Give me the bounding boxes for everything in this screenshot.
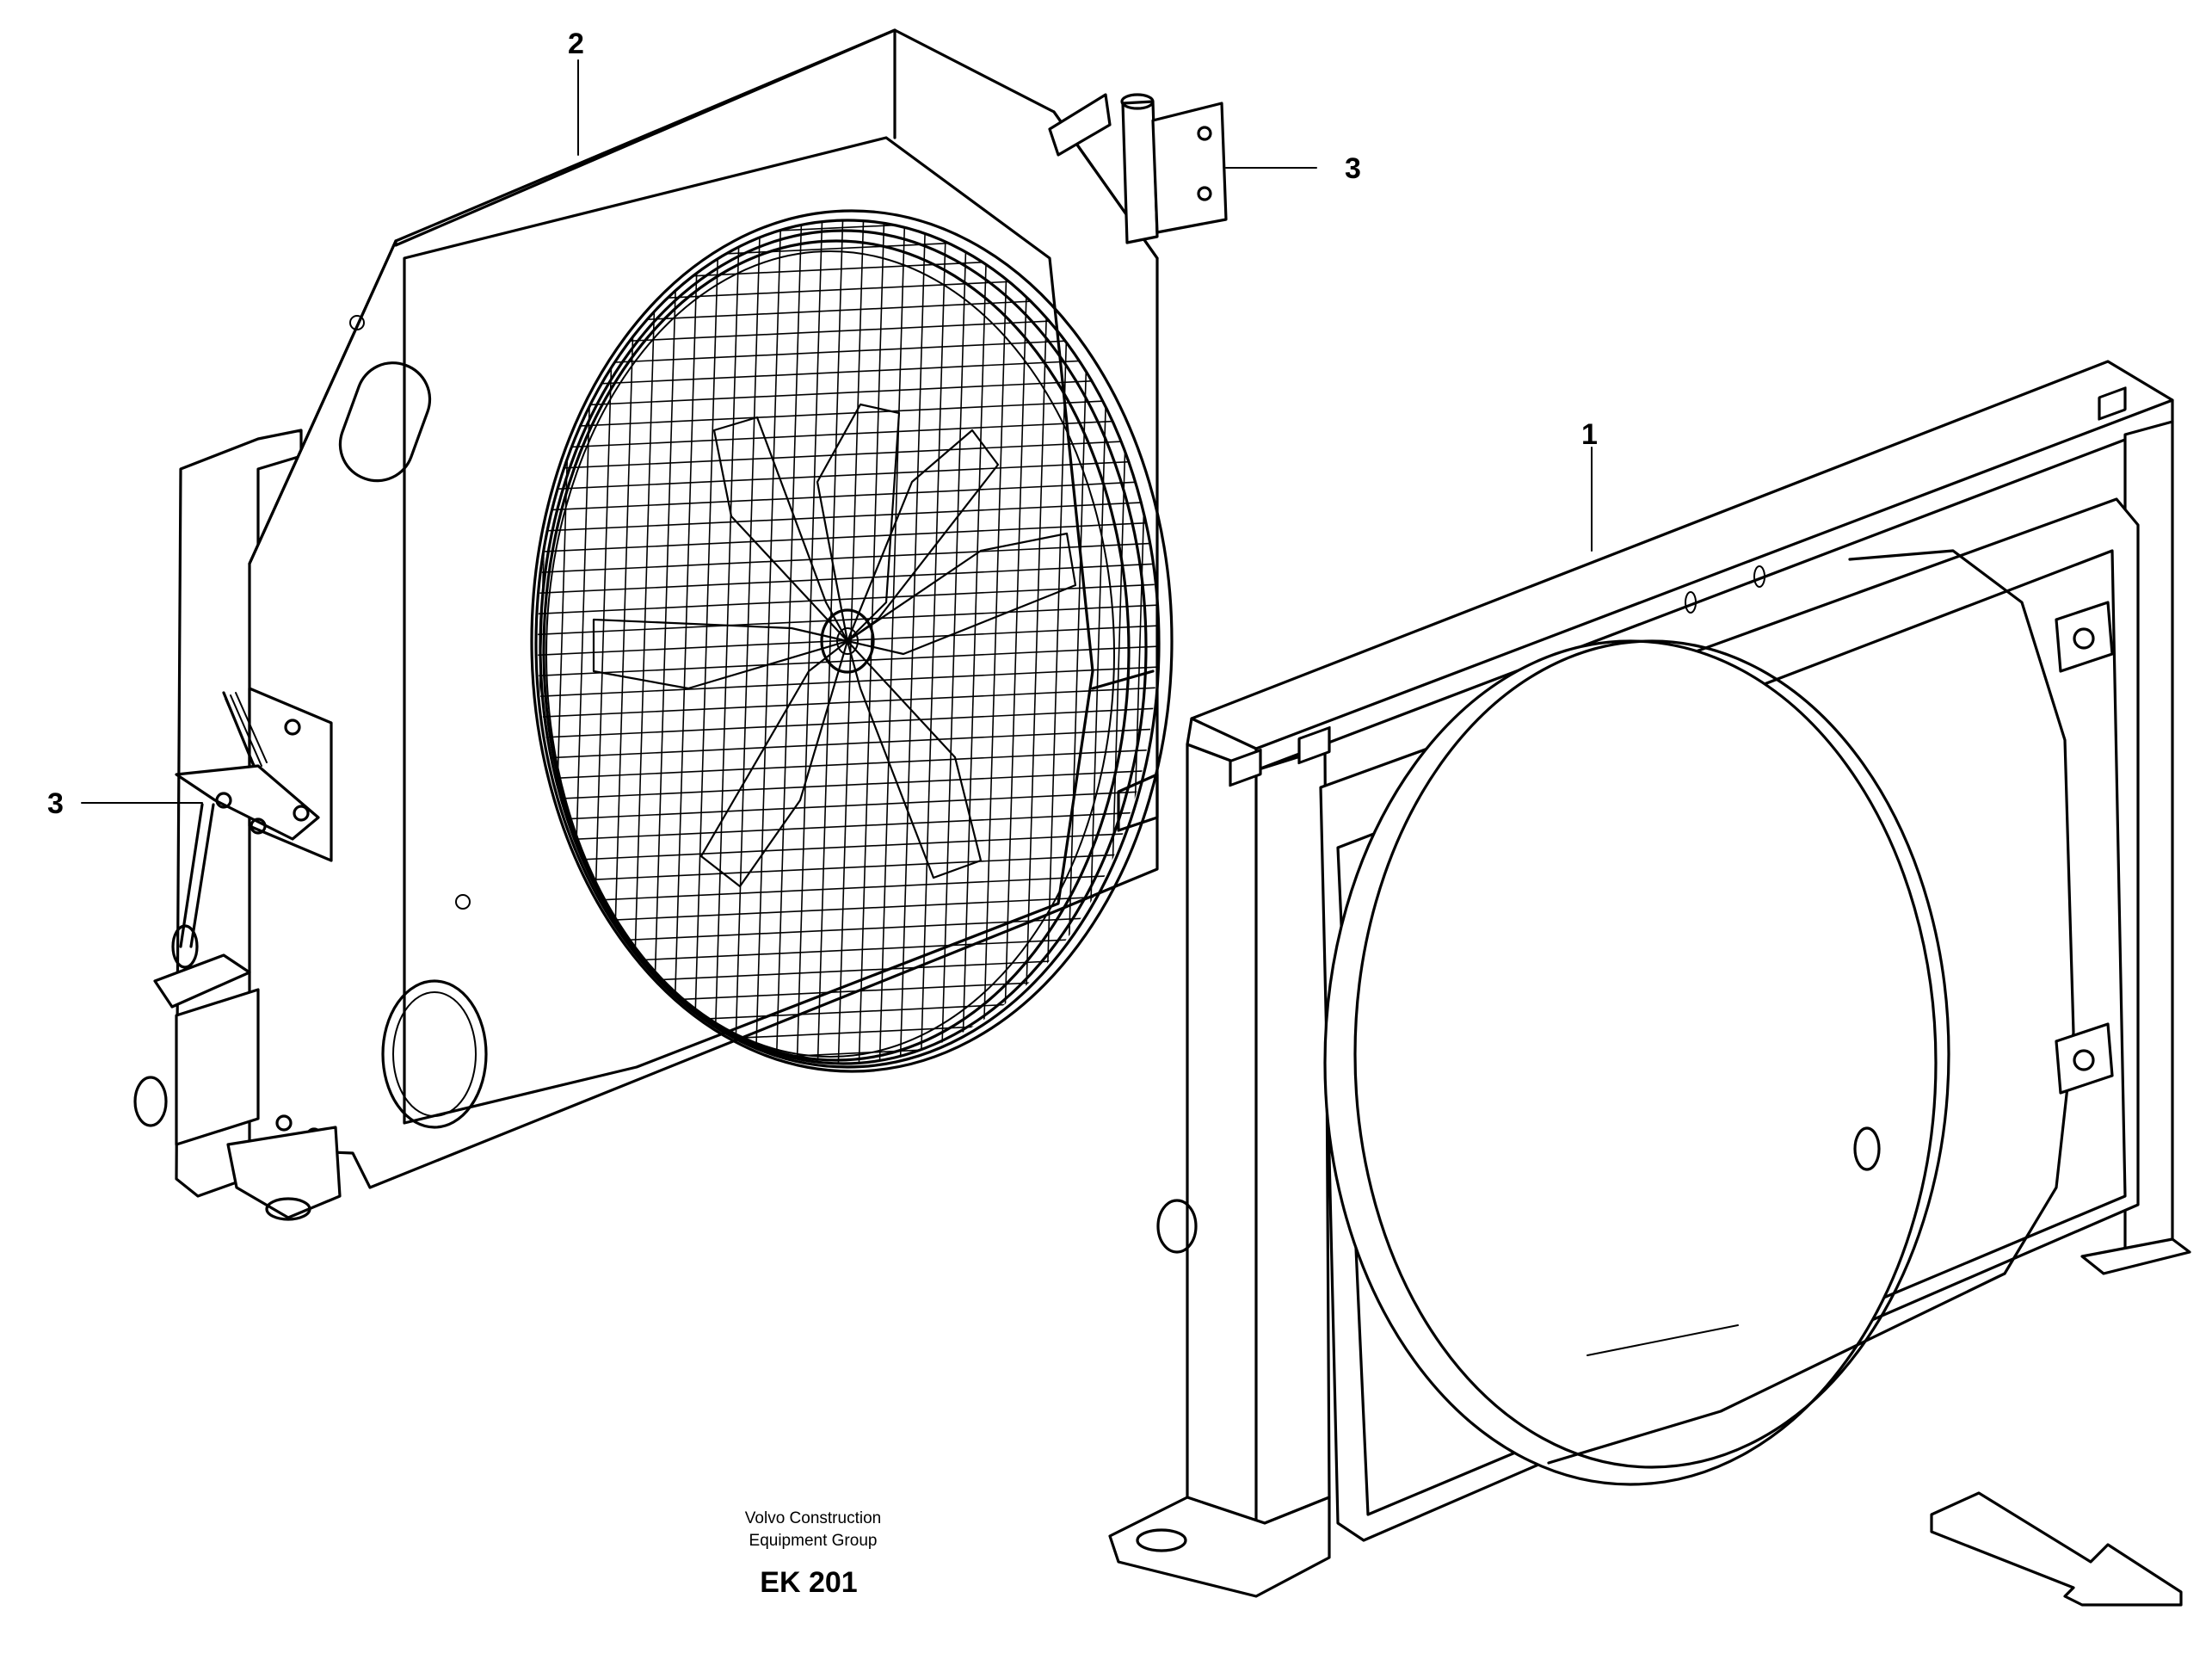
mounting-slot [338, 361, 432, 483]
caption-line-1: Volvo Construction [745, 1509, 881, 1527]
direction-arrow-icon [1930, 1491, 2183, 1607]
figure-caption: Volvo Construction Equipment Group EK 20… [745, 1509, 881, 1599]
callout-3-left: 3 [47, 787, 64, 820]
latch-assembly [133, 687, 342, 1221]
figure-code: EK 201 [760, 1566, 857, 1599]
callout-3-upper: 3 [1345, 152, 1361, 185]
shroud-opening [1323, 639, 1938, 1486]
fan-guard-rings [530, 209, 1174, 1073]
callouts: 1 2 3 3 [47, 28, 1598, 820]
frame-left-leg [1186, 743, 1331, 1525]
callout-1: 1 [1581, 418, 1598, 451]
fan-shroud-assembly [133, 28, 1228, 1221]
caption-line-2: Equipment Group [749, 1532, 878, 1550]
shroud-frame [1108, 360, 2191, 1598]
callout-2: 2 [568, 28, 584, 60]
fan-blades [592, 403, 1077, 888]
round-port [381, 979, 488, 1129]
upper-hinge [1048, 93, 1228, 244]
frame-left-foot [1108, 1496, 1331, 1598]
fan-hub [820, 608, 875, 674]
